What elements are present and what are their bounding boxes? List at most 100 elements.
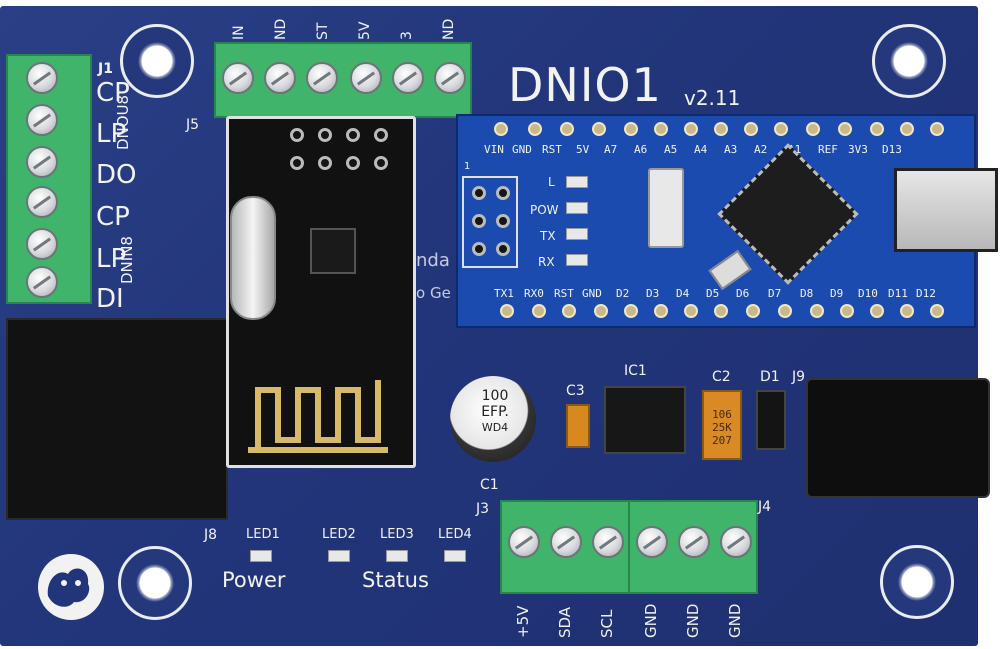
header-pin-icon — [318, 156, 332, 170]
tantalum-capacitor-c3 — [566, 404, 590, 448]
c1-ref: C1 — [480, 477, 499, 493]
pin-icon — [806, 122, 820, 136]
pin-icon — [624, 122, 638, 136]
j4-ref: J4 — [758, 499, 772, 515]
rj45-jack-j8 — [6, 318, 228, 520]
j3-pin-label: +5V — [514, 605, 532, 638]
capacitor-marking: 100 EFP. WD4 — [470, 388, 520, 436]
nano-led-label: TX — [540, 229, 556, 243]
pin-icon — [624, 304, 638, 318]
pin-icon — [930, 304, 944, 318]
diode-d1 — [756, 390, 786, 450]
nano-top-pin-labels: VIN GND RST 5V A7 A6 A5 A4 A3 A2 A1 REF … — [484, 144, 912, 155]
radio-chip — [310, 228, 356, 274]
nano-pin-label: D11 — [888, 287, 908, 300]
terminal-screws-j1 — [26, 58, 66, 302]
led1-ref: LED1 — [246, 527, 280, 542]
cap-value: 100 — [481, 388, 509, 404]
nano-pin-label: A6 — [634, 143, 648, 156]
j3-pin-label: SCL — [598, 609, 616, 638]
nano-pin-label: D12 — [916, 287, 936, 300]
nano-pin-label: A5 — [664, 143, 678, 156]
pin-icon — [744, 122, 758, 136]
nano-pin-label: D6 — [736, 287, 750, 300]
j9-ref: J9 — [792, 369, 806, 385]
nano-pin-label: 3V3 — [848, 143, 868, 156]
cap-series: EFP. — [481, 404, 509, 420]
j5-pin-label: ST — [315, 22, 331, 40]
pin-icon — [746, 304, 760, 318]
status-led — [328, 550, 350, 562]
nano-icsp-header — [462, 176, 518, 268]
nano-pin-label: GND — [582, 287, 602, 300]
nano-pin-label: RST — [542, 143, 562, 156]
icsp-pin-one: 1 — [464, 161, 471, 172]
screw-icon — [306, 62, 338, 94]
nano-pin-label: D8 — [800, 287, 814, 300]
screw-icon — [26, 146, 58, 178]
status-led — [444, 550, 466, 562]
pin-icon — [870, 122, 884, 136]
pin-icon — [654, 122, 668, 136]
tant-value: 106 — [712, 408, 732, 421]
screw-icon — [592, 526, 624, 558]
crystal-oscillator — [230, 196, 276, 320]
j5-pin-label: 3 — [399, 31, 415, 40]
pin-icon — [870, 304, 884, 318]
nano-status-led — [566, 202, 588, 214]
screw-icon — [26, 186, 58, 218]
nano-top-pin-row — [494, 122, 954, 140]
partial-silk-text: nda — [416, 250, 450, 271]
nano-led-label: POW — [530, 203, 559, 217]
power-label: Power — [222, 568, 286, 592]
c3-ref: C3 — [566, 383, 585, 399]
nano-pin-label: D2 — [616, 287, 630, 300]
pin-icon — [900, 122, 914, 136]
nano-reset-button[interactable] — [648, 168, 684, 248]
nano-status-led — [566, 254, 588, 266]
dnou8-label: DNOU8 — [114, 94, 132, 150]
j4-pin-label: GND — [726, 603, 744, 638]
j1-pin-label: DI — [96, 284, 124, 314]
nano-led-label: RX — [538, 255, 555, 269]
j5-pin-label: ND — [273, 18, 289, 40]
status-label: Status — [362, 568, 429, 592]
pin-icon — [930, 122, 944, 136]
nano-pin-label: D5 — [706, 287, 720, 300]
screw-icon — [26, 62, 58, 94]
screw-icon — [636, 526, 668, 558]
pin-icon — [774, 122, 788, 136]
tant-volt: 25K — [712, 421, 732, 434]
header-pin-icon — [290, 156, 304, 170]
nano-pin-label: D7 — [768, 287, 782, 300]
nano-bottom-pin-labels: TX1 RX0 RST GND D2 D3 D4 D5 D6 D7 D8 D9 … — [494, 288, 944, 299]
header-pin-icon — [318, 128, 332, 142]
j4-pin-label: GND — [684, 603, 702, 638]
screw-icon — [26, 266, 58, 298]
pin-icon — [594, 304, 608, 318]
header-pin-icon — [374, 128, 388, 142]
pin-icon — [562, 304, 576, 318]
screw-icon — [434, 62, 466, 94]
nano-pin-label: VIN — [484, 143, 504, 156]
pin-icon — [838, 122, 852, 136]
tant-code: 207 — [712, 434, 732, 447]
nano-pin-label: A4 — [694, 143, 708, 156]
voltage-regulator-ic1 — [604, 386, 686, 454]
j5-pin-label: 5V — [357, 21, 373, 40]
terminal-block-j1 — [6, 54, 92, 304]
header-pin-icon — [374, 156, 388, 170]
nano-led-label: L — [548, 175, 555, 189]
pin-icon — [684, 122, 698, 136]
status-led — [386, 550, 408, 562]
screw-icon — [720, 526, 752, 558]
screw-icon — [222, 62, 254, 94]
j5-ref: J5 — [186, 117, 200, 133]
d1-ref: D1 — [760, 369, 780, 385]
pin-icon — [528, 122, 542, 136]
dnin8-label: DNIN8 — [118, 236, 136, 284]
pin-icon — [778, 304, 792, 318]
j8-ref: J8 — [204, 527, 218, 543]
screw-icon — [678, 526, 710, 558]
j1-pin-label: LP — [96, 244, 127, 274]
